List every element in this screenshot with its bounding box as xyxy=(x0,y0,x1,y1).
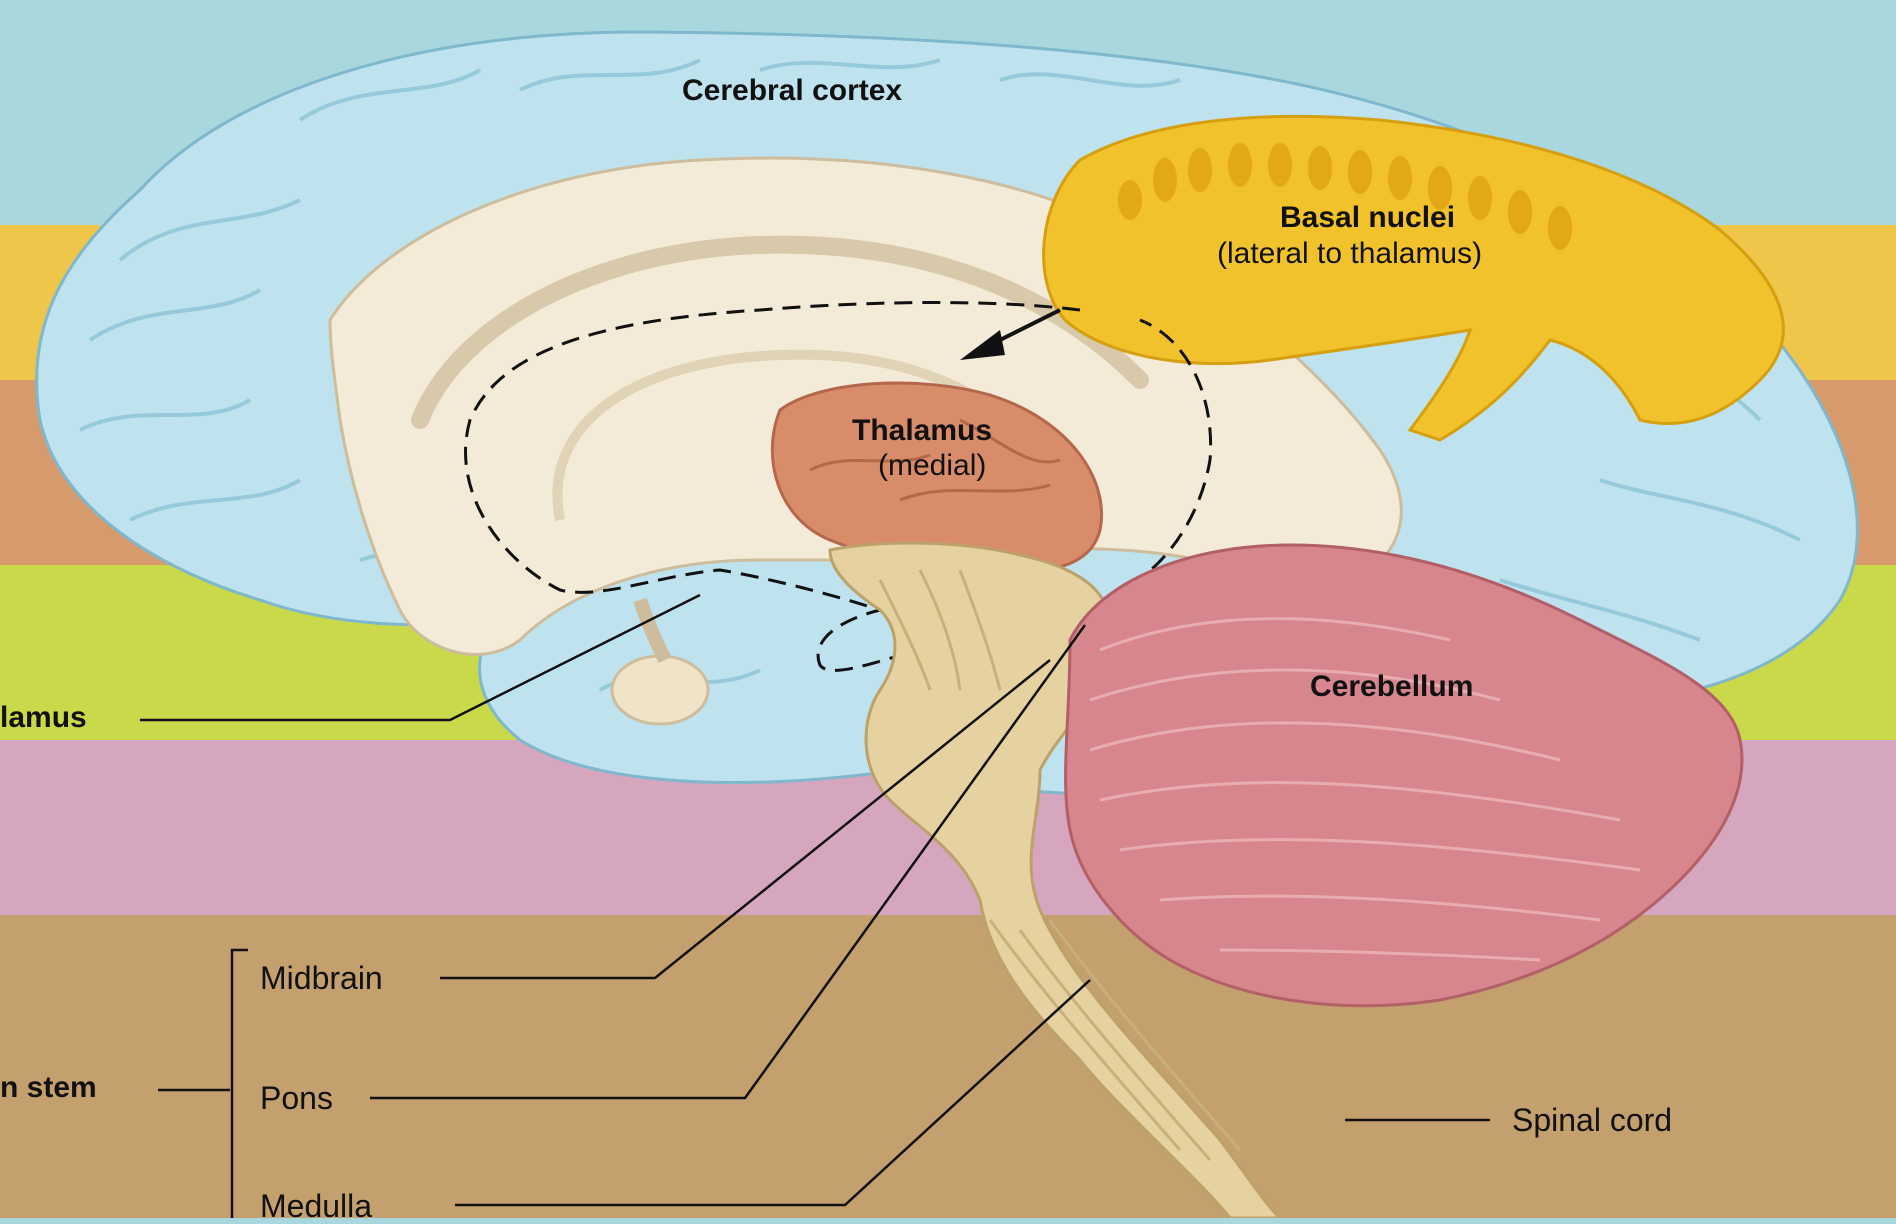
label-thalamus: Thalamus xyxy=(852,416,992,446)
label-medulla: Medulla xyxy=(260,1190,372,1222)
label-spinal-cord: Spinal cord xyxy=(1512,1104,1672,1136)
label-midbrain: Midbrain xyxy=(260,962,383,994)
label-hypothalamus: lamus xyxy=(0,703,87,733)
label-basal-nuclei: Basal nuclei xyxy=(1280,203,1455,233)
label-brain-stem: n stem xyxy=(0,1073,97,1103)
label-basal-nuclei-sub: (lateral to thalamus) xyxy=(1217,239,1482,269)
label-cerebellum: Cerebellum xyxy=(1310,672,1473,702)
label-thalamus-sub: (medial) xyxy=(878,451,986,481)
pituitary-shape xyxy=(612,656,708,724)
label-cerebral-cortex: Cerebral cortex xyxy=(682,76,902,106)
medulla-leader xyxy=(455,980,1090,1205)
label-pons: Pons xyxy=(260,1082,333,1114)
brain-stem-bracket xyxy=(232,950,248,1218)
